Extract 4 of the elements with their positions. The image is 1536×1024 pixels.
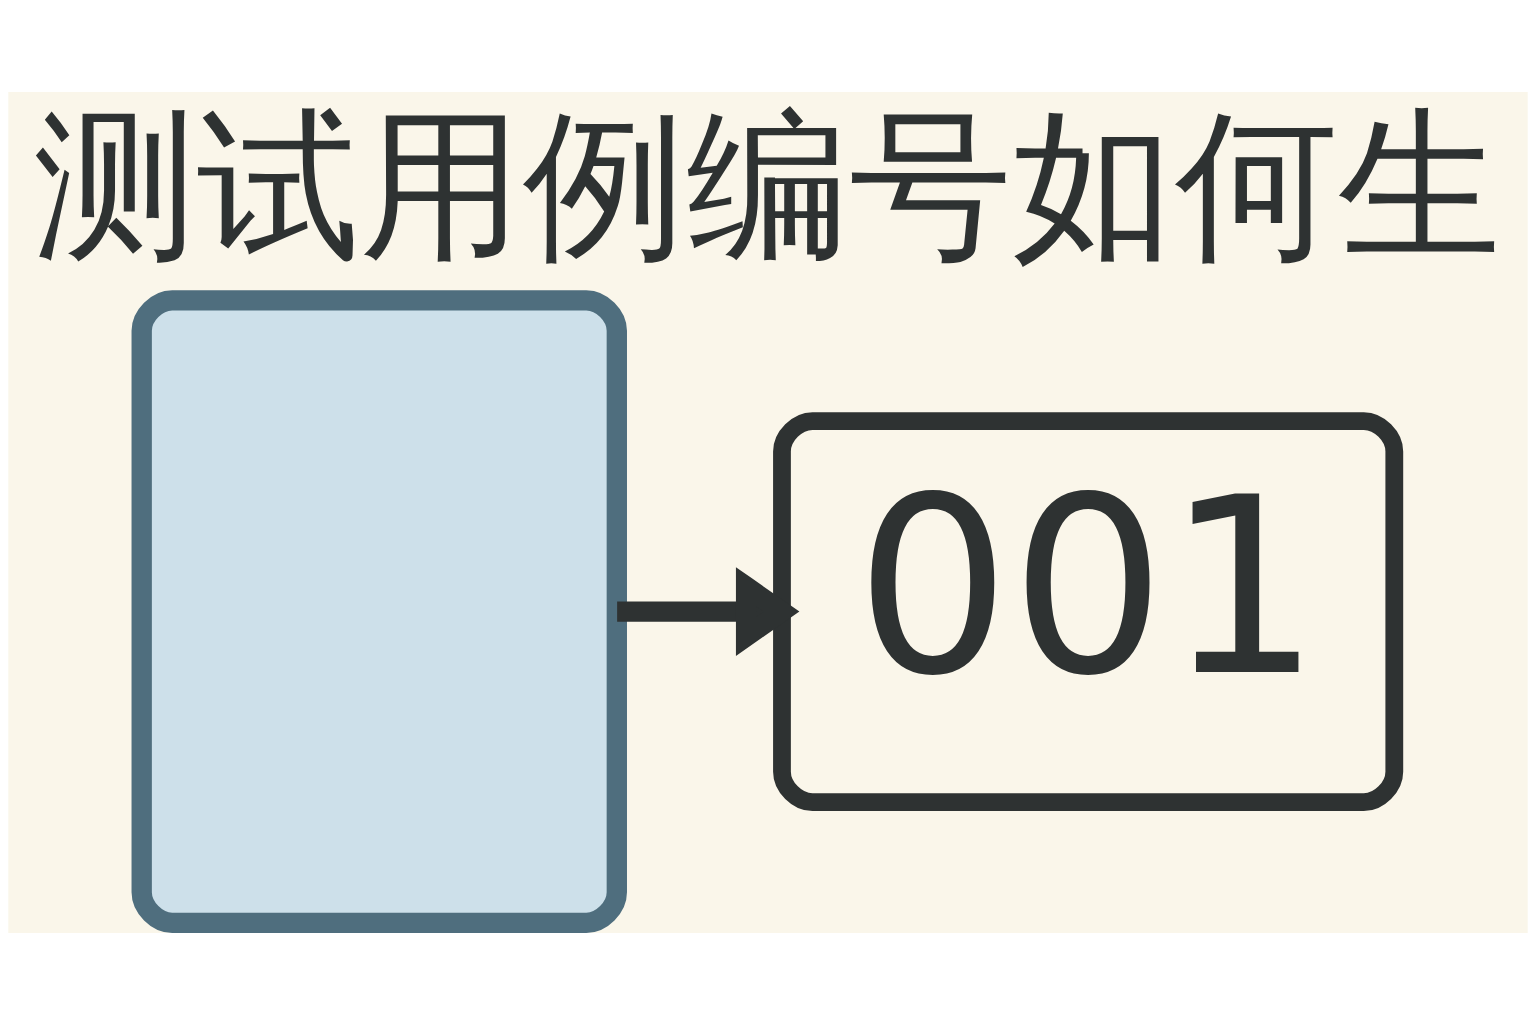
node-box xyxy=(131,289,627,933)
diagram-title: 测试用例编号如何生 xyxy=(34,90,1502,280)
node-box: 001 xyxy=(773,411,1404,811)
arrow xyxy=(617,566,800,656)
